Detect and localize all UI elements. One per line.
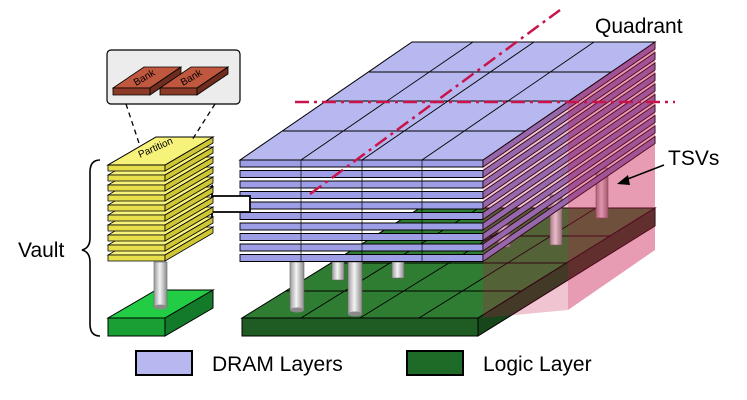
dram-layer-front (239, 233, 484, 241)
vault-label: Vault (18, 239, 64, 262)
vault-partition-front (107, 184, 166, 192)
vault-partition-front (107, 204, 166, 212)
dram-layer-front (239, 191, 484, 199)
bank-callout: Bank Bank (106, 49, 241, 105)
dram-layer-front (239, 180, 484, 189)
quadrant-highlight (295, 8, 675, 318)
vault-partition-side (164, 196, 214, 232)
vault-partition-side (164, 216, 214, 252)
vault-partition-side (164, 156, 214, 192)
dram-top-face (238, 41, 657, 161)
legend-dram-swatch (135, 350, 193, 376)
vault-partition-side (164, 146, 214, 182)
dram-layer-side (482, 135, 656, 263)
dram-layer-front (239, 243, 484, 252)
vault-partition-front (107, 174, 166, 182)
dram-layer-front (239, 254, 484, 262)
legend-logic-label: Logic Layer (483, 353, 592, 376)
vault-partition-front (107, 254, 166, 262)
vault-partition-front (107, 214, 166, 222)
vault-partition-front (107, 224, 166, 232)
vault-tsv (153, 261, 168, 310)
dram-layer-front (239, 212, 484, 220)
vault-partition-front (107, 194, 166, 202)
dram-layer-side (482, 125, 656, 252)
legend-logic-swatch (406, 350, 464, 376)
vault-partition-front (107, 164, 166, 172)
dram-layer-front (239, 222, 484, 231)
tsvs-pointer (617, 164, 665, 185)
zoom-lines (125, 103, 216, 147)
dram-layer-front (239, 201, 484, 210)
dram-layer-side (482, 104, 656, 231)
dram-layer-side (482, 51, 656, 179)
partition-top: Partition (106, 136, 215, 166)
quadrant-label: Quadrant (595, 15, 683, 38)
vault-partition-side (164, 206, 214, 242)
vault-partition-side (164, 166, 214, 202)
bank-1: Bank (111, 66, 183, 96)
vault-partition-side (164, 186, 214, 222)
vault-partition-side (164, 226, 214, 262)
legend-dram-label: DRAM Layers (212, 353, 343, 376)
dram-layer-side (482, 114, 656, 242)
vault-partition-side (164, 176, 214, 212)
dram-layer-side (482, 83, 656, 210)
vault-partition-front (107, 244, 166, 252)
vault-brace (81, 159, 101, 337)
vault-partition-front (107, 234, 166, 242)
dram-layers (239, 41, 656, 263)
dram-layer-front (239, 170, 484, 178)
bank-2: Bank (158, 66, 230, 96)
tsvs-label: TSVs (668, 147, 719, 170)
dram-layer-front (239, 159, 484, 168)
legend: DRAM Layers Logic Layer (135, 350, 592, 376)
dram-layer-side (482, 72, 656, 200)
